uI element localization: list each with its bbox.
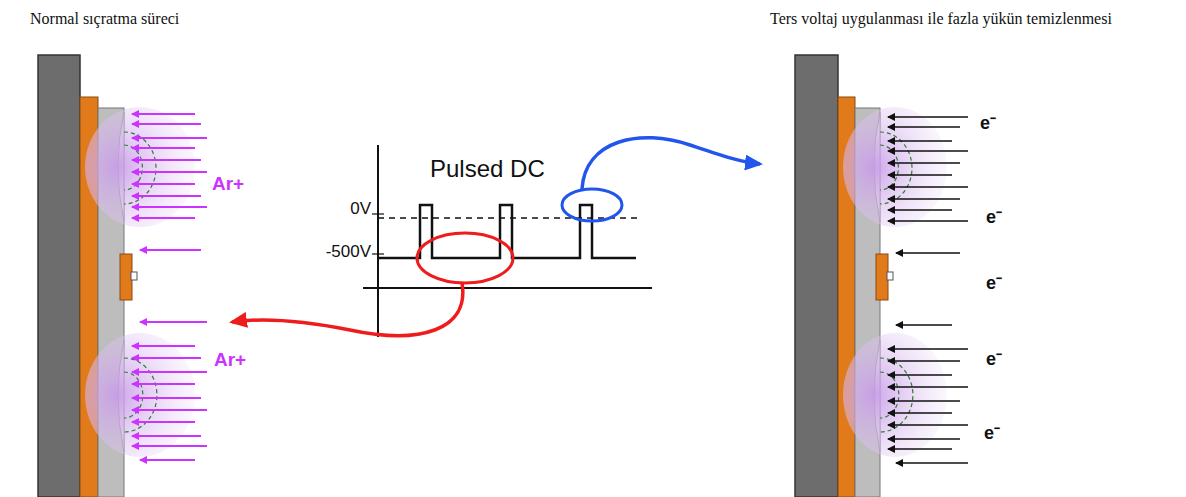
electron-arrow [888, 186, 968, 188]
ion-label: Ar+ [212, 174, 244, 195]
target-assembly-right [795, 55, 947, 497]
electron-arrow [896, 324, 952, 326]
electron-arrow [896, 462, 968, 464]
ion-arrow [132, 113, 195, 115]
electron-arrow [888, 424, 968, 426]
ion-arrow [132, 397, 201, 399]
electron-arrow [888, 162, 960, 164]
ion-arrow [132, 195, 201, 197]
ion-arrow [132, 123, 201, 125]
ion-arrow [132, 217, 195, 219]
electron-arrow [888, 150, 968, 152]
electron-arrow [888, 220, 968, 222]
ion-label: Ar+ [214, 350, 246, 371]
electron-arrow [888, 174, 952, 176]
heading: Ters voltaj uygulanması ile fazla yükün … [770, 10, 1112, 28]
electron-label: e⁻ [986, 208, 1002, 228]
ion-arrow [140, 249, 201, 251]
voltage-label: -500V [326, 243, 371, 262]
ion-arrow [132, 383, 195, 385]
ion-arrow [132, 445, 207, 447]
electron-label: e⁻ [980, 114, 996, 134]
electron-arrow [888, 360, 960, 362]
electron-arrow [888, 400, 960, 402]
heading: Normal sıçratma süreci [30, 10, 179, 28]
target-assembly-left [38, 55, 195, 497]
electron-label: e⁻ [984, 424, 1000, 444]
electron-arrow [888, 412, 952, 414]
ion-arrow [132, 421, 195, 423]
electron-label: e⁻ [986, 350, 1002, 370]
electron-arrow [888, 198, 960, 200]
electron-arrow [896, 252, 960, 254]
ion-arrow [132, 345, 195, 347]
electron-arrow [888, 348, 968, 350]
ion-arrow [132, 357, 201, 359]
particle-arrows [132, 114, 968, 463]
electron-arrow [888, 140, 952, 142]
ion-arrow [132, 137, 207, 139]
voltage-label: 0V [350, 200, 371, 219]
electron-arrow [888, 374, 952, 376]
electron-arrow [888, 448, 952, 450]
ion-arrow [132, 147, 195, 149]
graph-title: Pulsed DC [430, 156, 545, 182]
electron-arrow [888, 386, 968, 388]
ion-arrow [132, 171, 207, 173]
ion-arrow [132, 206, 207, 208]
electron-label: e⁻ [986, 274, 1002, 294]
ion-arrow [140, 321, 207, 323]
pulse-graph [232, 138, 760, 337]
ion-arrow [132, 183, 195, 185]
electron-arrow [888, 438, 960, 440]
electron-arrow [888, 209, 952, 211]
ion-arrow [132, 435, 201, 437]
electron-arrow [888, 126, 960, 128]
ion-arrow [132, 409, 207, 411]
electron-arrow [888, 116, 968, 118]
ion-arrow [140, 459, 195, 461]
ion-arrow [132, 371, 207, 373]
ion-arrow [132, 159, 201, 161]
